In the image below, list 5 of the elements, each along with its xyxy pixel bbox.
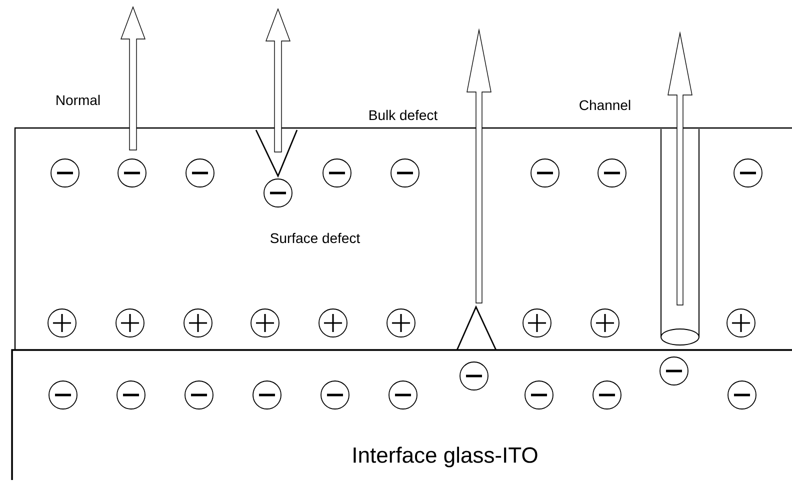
region-label: Bulk defect [370,110,438,120]
region-label: Channel [580,100,630,110]
region-label: Surface defect [270,232,360,244]
region-label: Interface glass-ITO [354,446,538,468]
region-label: Normal [56,94,100,106]
